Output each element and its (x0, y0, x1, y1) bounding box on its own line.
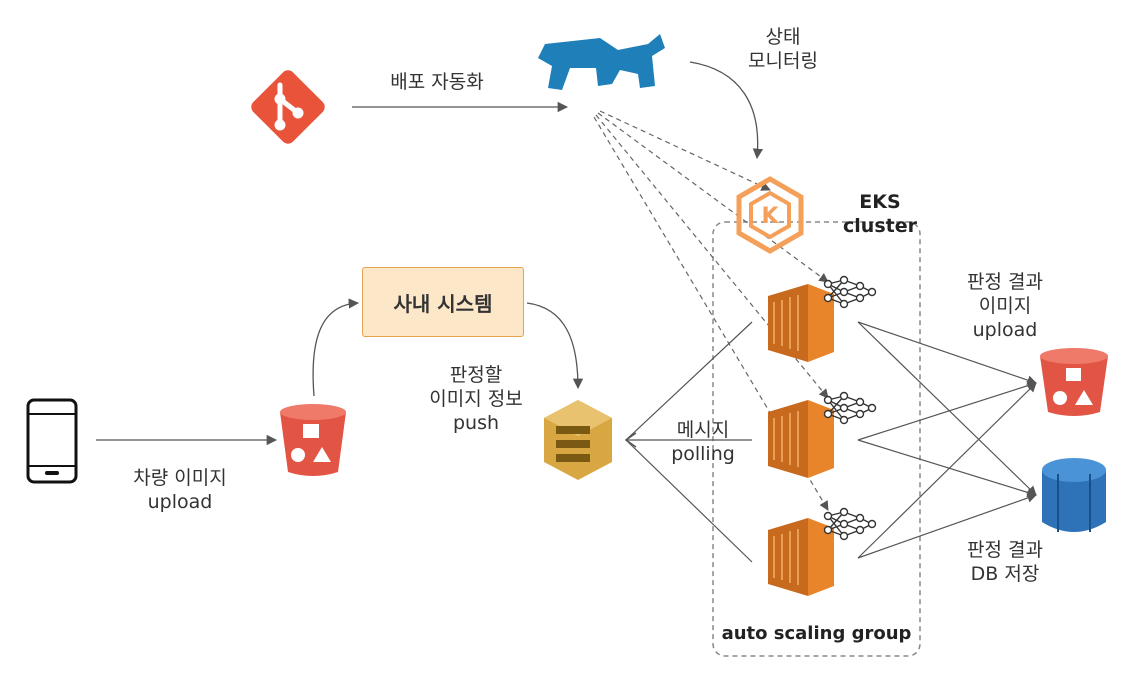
judge-image-info-push-label: 판정할 이미지 정보 push (429, 364, 523, 434)
message-polling-label: 메시지 polling (671, 419, 735, 465)
output-lines (857, 321, 1037, 559)
eks-kubernetes-icon: K (736, 176, 804, 254)
ec2-instance-icon (768, 400, 834, 478)
polling-lines (624, 321, 753, 563)
deploy-automation-label: 배포 자동화 (390, 71, 484, 93)
smartphone-icon (26, 398, 78, 484)
inhouse-system-label: 사내 시스템 (393, 291, 493, 316)
judge-result-image-upload-label: 판정 결과 이미지 upload (967, 271, 1043, 341)
auto-scaling-group-label: auto scaling group (721, 623, 912, 644)
neural-network-icon (823, 507, 877, 541)
judge-result-db-save-label: 판정 결과 DB 저장 (967, 539, 1043, 585)
inhouse-system-box: 사내 시스템 (362, 267, 524, 337)
monitoring-arrow (689, 61, 764, 160)
s3-bucket-icon (280, 404, 346, 476)
s3-bucket-icon (1040, 348, 1108, 416)
system-to-sqs-arrow (526, 302, 584, 390)
rancher-icon (538, 34, 665, 90)
neural-network-icon (823, 391, 877, 425)
status-monitoring-label: 상태 모니터링 (748, 26, 818, 72)
ec2-instance-icon (768, 518, 834, 596)
eks-cluster-label: EKS cluster (843, 191, 917, 237)
s3-to-system-arrow (312, 298, 360, 397)
auto-scaling-group-box (712, 221, 921, 657)
sqs-queue-icon (544, 400, 612, 480)
svg-text:K: K (761, 204, 779, 229)
git-icon (251, 70, 325, 144)
database-icon (1042, 458, 1106, 532)
vehicle-image-upload-label: 차량 이미지 upload (133, 467, 227, 513)
neural-network-icon (823, 275, 877, 309)
ec2-instance-icon (768, 284, 834, 362)
